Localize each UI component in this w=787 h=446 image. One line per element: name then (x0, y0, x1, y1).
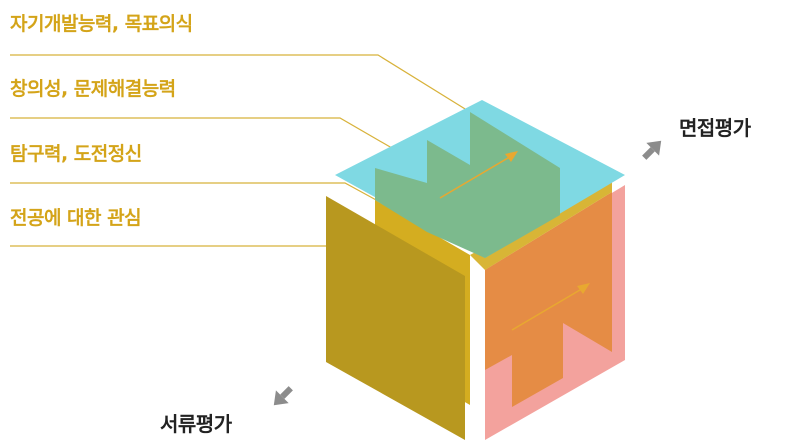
interview-plane-green (375, 112, 560, 258)
label-major-interest: 전공에 대한 관심 (10, 207, 142, 229)
leader-line-1 (10, 54, 471, 113)
leader-line-3 (10, 182, 379, 202)
inner-arrow-bottom (511, 286, 586, 331)
inner-arrow-top-head (505, 151, 518, 162)
inner-arrow-bottom-head (577, 283, 590, 294)
label-self-development: 자기개발능력, 목표의식 (10, 13, 193, 35)
label-inquiry: 탐구력, 도전정신 (10, 143, 142, 165)
interview-eval-label: 면접평가 (679, 116, 751, 140)
right-panel-orange (485, 192, 612, 407)
interview-arrow-icon (642, 140, 662, 160)
document-arrow-icon (273, 386, 293, 406)
document-eval-label: 서류평가 (160, 412, 232, 436)
label-creativity: 창의성, 문제해결능력 (10, 78, 176, 100)
inner-arrow-top (439, 154, 514, 199)
document-panel-back (326, 196, 465, 440)
